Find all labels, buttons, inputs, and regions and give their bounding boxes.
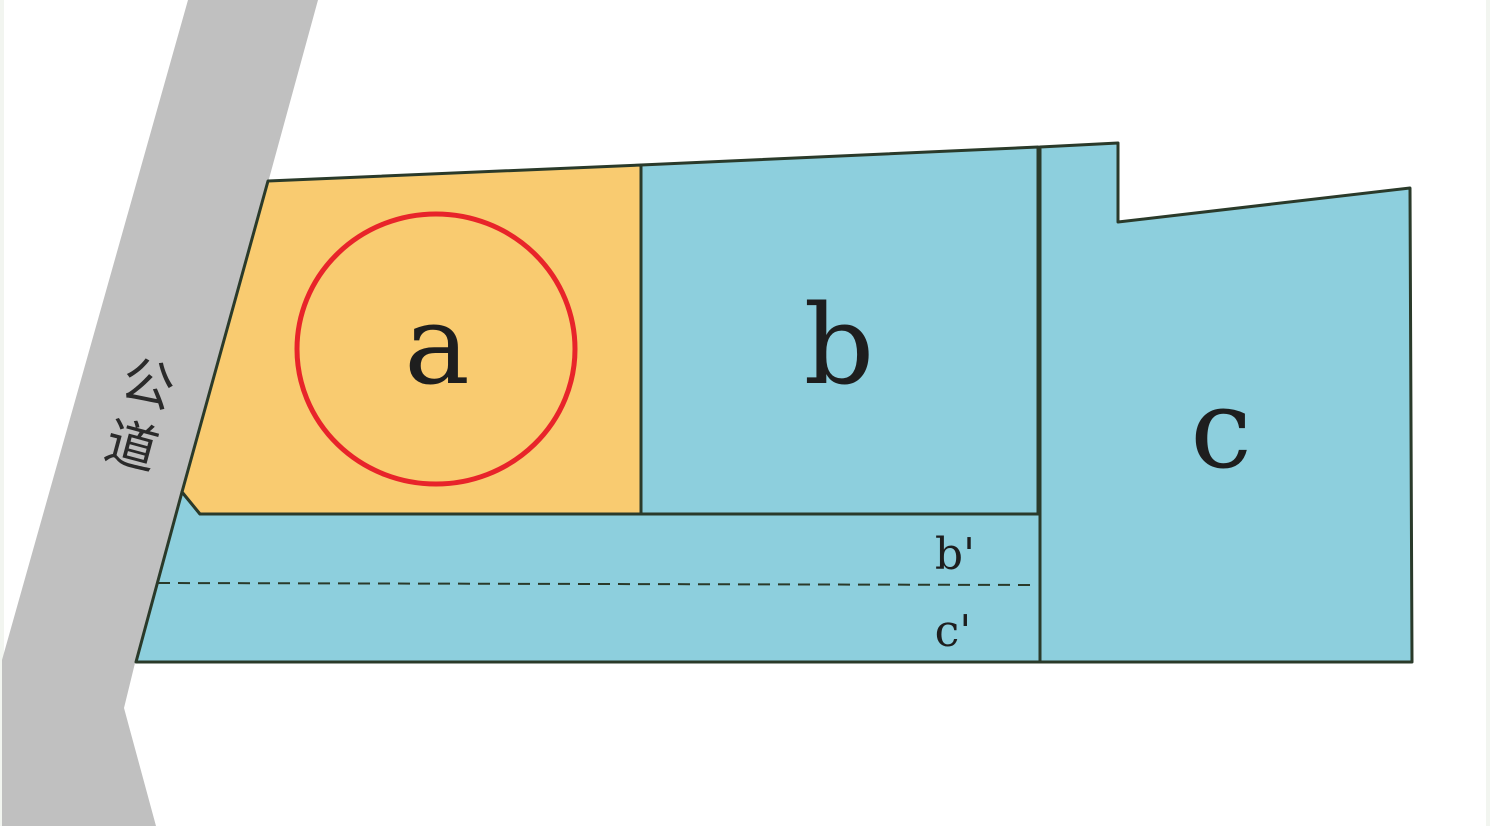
lot-a [180,163,643,516]
lot-c-prime-label: c' [935,606,972,657]
division-dashed-line [157,582,1039,586]
lot-a-highlight-circle [294,211,578,487]
lot-b-label: b [804,281,874,409]
lot-a-label: a [404,281,470,409]
lot-c-label: c [1190,365,1252,493]
lot-b-prime-label: b' [935,529,975,580]
lot-c [1038,141,1414,664]
right-edge-strip [1486,0,1490,826]
shared-strip-b-prime-c-prime [134,490,1042,664]
left-edge-strip [0,0,4,826]
public-road [2,0,318,826]
